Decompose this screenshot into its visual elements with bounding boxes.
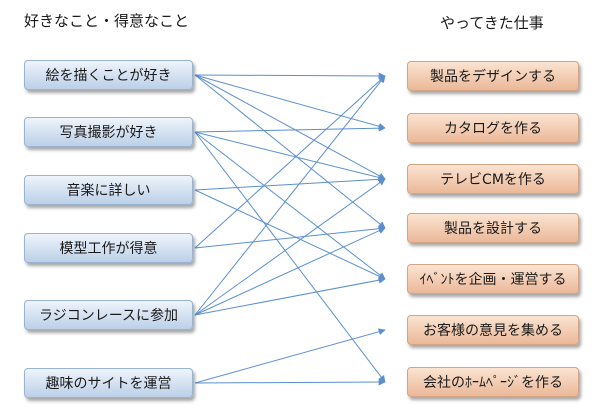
like-box-hobby-site: 趣味のサイトを運営 (24, 368, 193, 398)
connector-arrow (194, 378, 386, 386)
connector-arrow (194, 131, 386, 181)
job-box-product-engineering: 製品を設計する (407, 213, 579, 243)
like-box-photography: 写真撮影が好き (24, 117, 193, 147)
connector-arrow (194, 74, 386, 130)
job-box-event-planning: ｲﾍﾞﾝﾄを企画・運営する (407, 264, 579, 294)
connector-arrow (194, 131, 386, 383)
connector-arrow (194, 74, 386, 180)
like-box-rc-racing: ラジコンレースに参加 (24, 300, 193, 330)
connector-arrow (194, 75, 386, 249)
like-box-model-making: 模型工作が得意 (24, 233, 193, 263)
connector-arrow (194, 276, 386, 316)
connector-arrow (194, 227, 386, 316)
job-box-company-homepage: 会社のﾎｰﾑﾍﾟｰｼﾞを作る (407, 367, 579, 397)
job-box-catalog: カタログを作る (407, 113, 579, 143)
connector-arrow (194, 189, 386, 280)
connector-arrow (194, 75, 386, 316)
connector-arrow (194, 124, 386, 133)
connector-arrow (194, 225, 386, 249)
connector-arrow (194, 74, 386, 229)
job-box-product-design: 製品をデザインする (407, 61, 579, 91)
heading-likes: 好きなこと・得意なこと (24, 12, 190, 30)
connector-arrow (194, 72, 386, 80)
connector-arrow (194, 175, 386, 191)
connector-arrow (194, 131, 386, 280)
job-box-tv-cm: テレビCMを作る (407, 164, 579, 194)
heading-jobs: やってきた仕事 (440, 14, 544, 32)
connector-arrow (194, 178, 386, 316)
job-box-customer-feedback: お客様の意見を集める (407, 315, 579, 345)
like-box-drawing: 絵を描くことが好き (24, 60, 193, 90)
connector-arrow (194, 328, 386, 384)
like-box-music: 音楽に詳しい (24, 175, 193, 205)
